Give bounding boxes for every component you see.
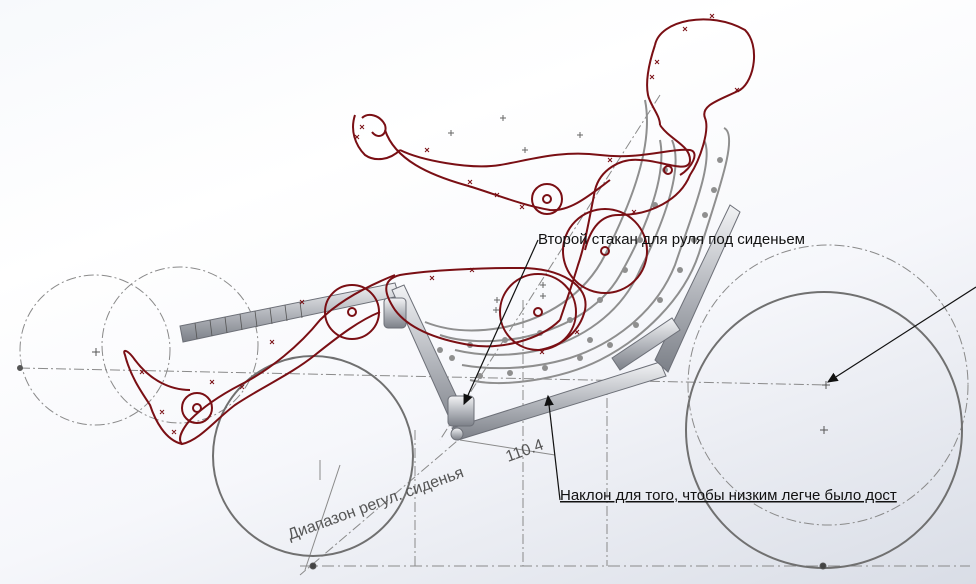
rider-head-back: [584, 18, 756, 251]
frame: [179, 204, 741, 441]
second-cup: [447, 395, 475, 427]
front-wheel-circle-1: [19, 274, 171, 426]
second-cup-leader: [463, 239, 539, 406]
bottom-joint: [450, 427, 464, 441]
slope-annotation: Наклон для того, чтобы низким легче было…: [560, 487, 897, 504]
seat-range-label: Диапазон регул. сиденья: [286, 464, 467, 544]
rider-forearm: [384, 129, 611, 212]
rider-arm: [399, 148, 696, 176]
slope-leader: [544, 394, 561, 501]
rail-nodes: [437, 157, 723, 379]
seat-axis-line: [439, 94, 661, 441]
rider-face: [646, 44, 661, 126]
inner-stay-tube: [611, 317, 681, 371]
construction-crosses: [448, 115, 583, 313]
wheel-center-marks: [17, 348, 830, 570]
axle-line: [19, 367, 829, 386]
second-cup-annotation: Второй стакан для руля под сиденьем: [538, 231, 805, 248]
rear-wheel-construction-circle: [687, 244, 969, 526]
rider-foot: [123, 349, 191, 445]
rider-torso: [559, 124, 692, 321]
rider-joints: [181, 165, 673, 424]
boom-hatch: [194, 301, 303, 340]
rider-hand: [352, 113, 401, 161]
dimension-line: [459, 439, 556, 456]
steering-cup: [383, 297, 407, 329]
bottom-tube: [451, 361, 667, 441]
rear-wheel-leader: [826, 286, 976, 383]
range-side-line: [304, 464, 341, 571]
rider-thigh: [385, 266, 587, 351]
dimension-value: 110.4: [504, 436, 546, 465]
sketch-points: [139, 13, 740, 435]
front-boom-tube: [179, 282, 400, 343]
front-wheel-circle-2: [101, 266, 259, 424]
seat-rails: [424, 99, 731, 385]
range-axis-line: [299, 429, 471, 576]
rider-shin: [179, 274, 396, 446]
construction-geometry: [19, 94, 970, 576]
